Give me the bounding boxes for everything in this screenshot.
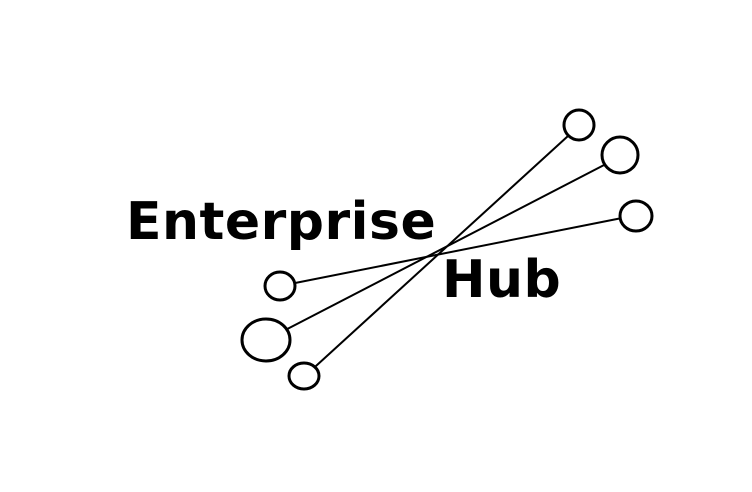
node-top-1: [562, 108, 596, 142]
logo-word-hub: Hub: [442, 250, 562, 310]
node-top-3: [618, 199, 654, 233]
node-bottom-2: [240, 317, 292, 363]
node-top-2: [600, 135, 640, 175]
link-line-3: [279, 217, 623, 287]
logo-word-enterprise: Enterprise: [126, 192, 437, 252]
node-bottom-3: [287, 361, 321, 391]
link-line-2: [265, 163, 607, 341]
node-bottom-1: [263, 270, 297, 302]
link-line-1: [304, 135, 569, 377]
